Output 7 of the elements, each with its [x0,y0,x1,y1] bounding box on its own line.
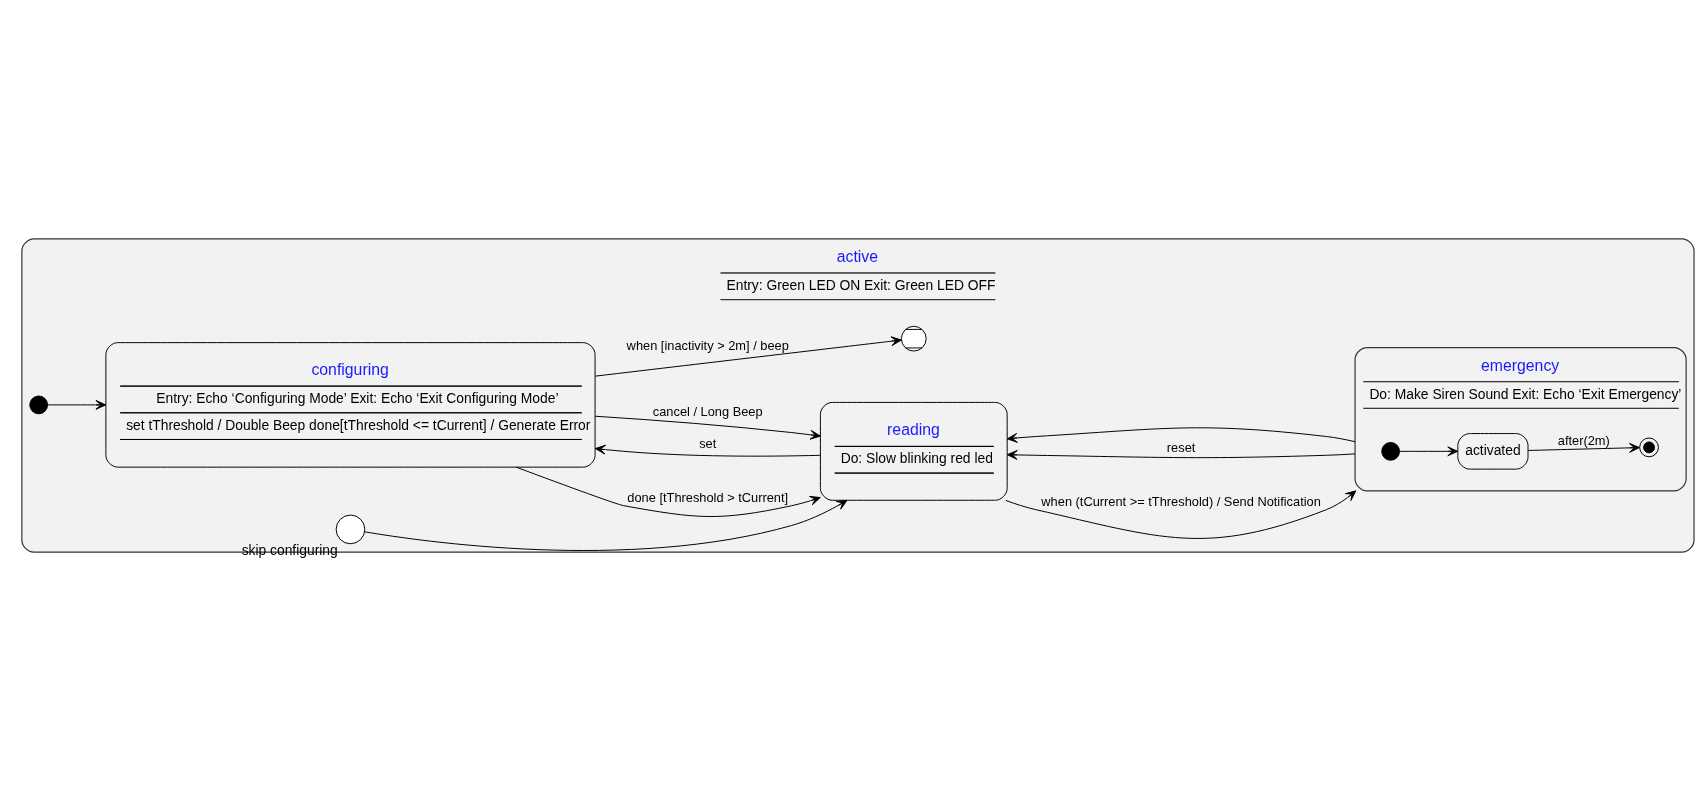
edge-label: cancel / Long Beep [652,404,763,420]
edge-label: reset [1166,439,1196,455]
edge-label: after(2m) [1557,432,1610,448]
edge-label: when (tCurrent >= tThreshold) / Send Notification [1041,494,1321,510]
edge-label: done [tThreshold > tCurrent] [627,490,789,506]
edge-label: when [inactivity > 2m] / beep [626,337,789,353]
edge-label: set [699,435,717,451]
